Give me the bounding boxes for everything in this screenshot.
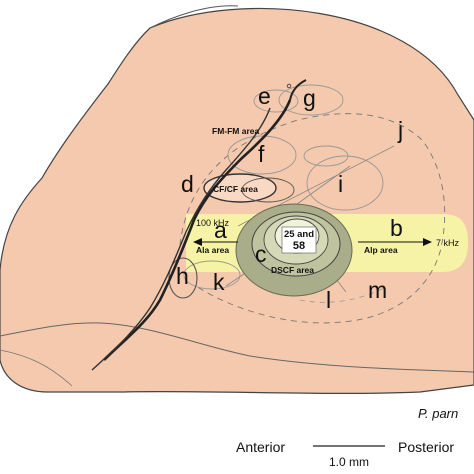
area-i-outline: [306, 155, 384, 211]
label-h: h: [176, 263, 189, 289]
center-label-line2: 58: [293, 240, 305, 252]
label-m: m: [368, 277, 387, 303]
label-d: d: [181, 171, 194, 197]
label-fmfm-area: FM-FM area: [212, 126, 260, 136]
label-j: j: [397, 117, 403, 143]
center-label-box: [281, 226, 317, 254]
sulcus-line-upper: [289, 79, 307, 101]
arrow-alp-head: [423, 238, 432, 246]
dashed-area-boundary: [179, 113, 446, 324]
center-label-line1: 25 and: [284, 229, 314, 240]
label-b: b: [390, 215, 403, 241]
label-e: e: [258, 83, 271, 109]
label-a: a: [214, 217, 227, 243]
sulcus-line-secondary: [91, 107, 271, 371]
species-label: P. parn: [418, 406, 458, 421]
label-7-khz: 7 kHz: [436, 238, 460, 248]
brain-top-fold: [149, 5, 239, 29]
label-i: i: [338, 171, 343, 197]
posterior-label: Posterior: [398, 439, 454, 455]
label-alp-area: Alp area: [364, 245, 398, 255]
label-l: l: [326, 287, 331, 313]
label-100-khz: 100 kHz: [196, 218, 230, 228]
area-k-outline: [183, 260, 241, 290]
brain-lower-contour-2: [0, 349, 73, 387]
cfcf-area-inner: [241, 177, 295, 203]
area-e-outline: [253, 89, 299, 113]
brain-lower-contour: [0, 322, 474, 373]
dashed-area-boundary-2: [299, 287, 385, 303]
label-c: c: [255, 241, 267, 267]
scale-label: 1.0 mm: [329, 455, 369, 469]
marker-dot: [286, 83, 292, 89]
area-f-outline: [227, 135, 297, 175]
label-g: g: [303, 85, 316, 111]
label-ala-area: Ala area: [196, 245, 229, 255]
label-dscf-area: DSCF area: [271, 265, 314, 275]
label-k: k: [213, 269, 225, 295]
label-cfcf-area: CF/CF area: [213, 184, 258, 194]
label-f: f: [258, 141, 265, 167]
sulcus-line-main: [103, 99, 292, 361]
area-g-outline: [278, 84, 344, 116]
arrow-ala-head: [193, 238, 202, 246]
anterior-label: Anterior: [236, 439, 285, 455]
cfcf-area-outline: [203, 173, 277, 203]
area-j-outline: [303, 145, 349, 167]
